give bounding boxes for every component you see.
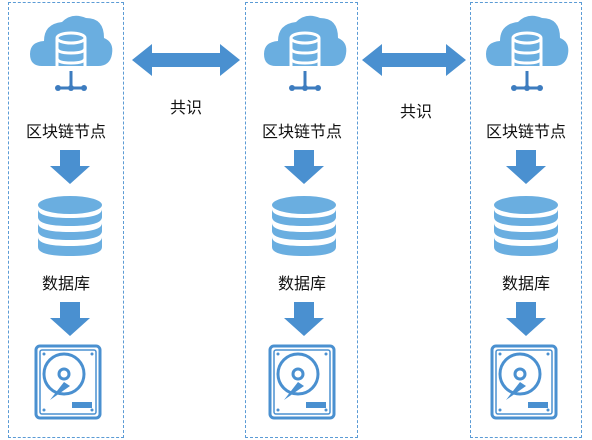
blockchain-node-column-1 [8, 2, 124, 438]
double-arrow-icon [362, 42, 466, 82]
blockchain-node-column-3 [470, 2, 582, 438]
hard-disk-icon [34, 344, 102, 424]
consensus-label: 共识 [169, 98, 202, 117]
hard-disk-icon [268, 344, 336, 424]
double-arrow-icon [132, 42, 240, 82]
down-arrow-icon [506, 302, 546, 340]
blockchain-node-column-2 [245, 2, 358, 438]
consensus-label: 共识 [399, 102, 432, 121]
hard-disk-icon [490, 344, 558, 424]
database-icon [34, 195, 106, 265]
cloud-database-icon [262, 10, 348, 104]
database-icon [490, 195, 562, 265]
database-label: 数据库 [277, 274, 326, 293]
node-title: 区块链节点 [25, 122, 106, 141]
cloud-database-icon [28, 10, 114, 104]
down-arrow-icon [50, 302, 90, 340]
cloud-database-icon [484, 10, 570, 104]
database-icon [268, 195, 340, 265]
node-title: 区块链节点 [261, 122, 342, 141]
node-title: 区块链节点 [485, 122, 566, 141]
database-label: 数据库 [41, 274, 90, 293]
database-label: 数据库 [501, 274, 550, 293]
down-arrow-icon [284, 302, 324, 340]
down-arrow-icon [284, 150, 324, 188]
down-arrow-icon [506, 150, 546, 188]
down-arrow-icon [50, 150, 90, 188]
